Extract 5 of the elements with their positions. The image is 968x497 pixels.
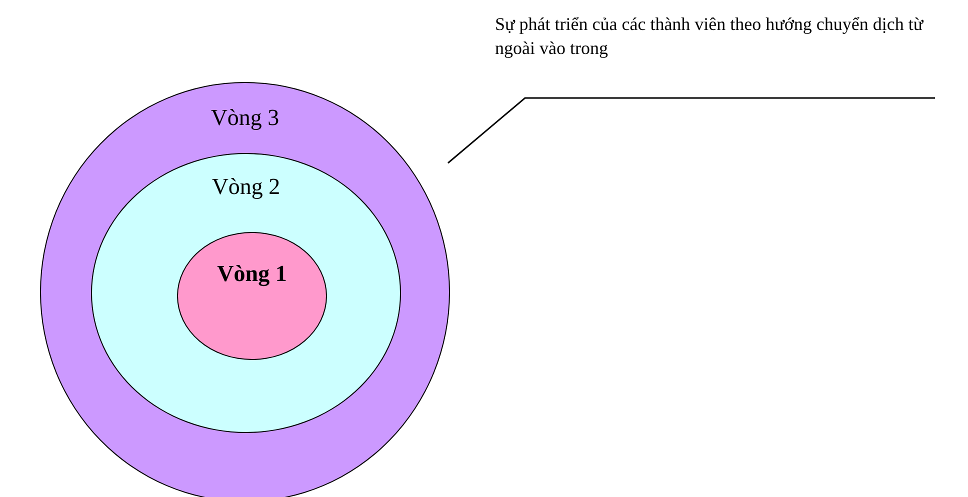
callout-text: Sự phát triển của các thành viên theo hướng chuyển dịch từ ngoài vào trong (495, 12, 940, 98)
ring-label: Vòng 1 (217, 261, 287, 287)
leader-line (448, 97, 935, 164)
ring-label: Vòng 3 (210, 105, 280, 131)
ring-label: Vòng 2 (210, 174, 282, 200)
